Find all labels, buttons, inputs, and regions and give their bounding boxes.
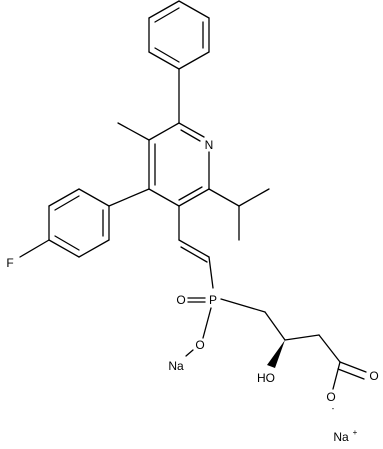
negative-charge-label: - <box>332 404 335 413</box>
carbonyl-oxygen-label: O <box>369 369 378 383</box>
phosphoryl-oxygen-label: O <box>176 293 185 307</box>
bond <box>284 334 320 341</box>
stereo-wedge-bond <box>267 340 285 368</box>
bond <box>148 122 180 141</box>
bond <box>178 239 210 258</box>
sodium-ester-label: Na <box>168 359 184 373</box>
bond <box>220 298 266 313</box>
bond <box>180 246 208 263</box>
ester-oxygen-label: O <box>195 338 204 352</box>
bond <box>78 239 110 258</box>
bond <box>178 188 210 207</box>
bond <box>48 239 80 258</box>
bond <box>337 368 365 380</box>
bond <box>238 188 270 207</box>
bond <box>339 361 367 373</box>
bond <box>54 235 80 251</box>
bond <box>208 256 214 289</box>
bond <box>264 311 286 341</box>
bond <box>178 186 203 201</box>
bond <box>318 334 341 363</box>
bond <box>208 188 240 207</box>
bond <box>48 188 80 207</box>
bond <box>148 0 180 19</box>
bond <box>180 129 201 142</box>
nitrogen-label: N <box>205 138 214 152</box>
bond <box>54 195 80 211</box>
carboxylate-oxygen-label: O <box>326 390 335 404</box>
bond <box>178 0 210 19</box>
bond <box>19 239 50 258</box>
phosphorus-label: P <box>209 293 217 307</box>
bonds <box>19 0 367 390</box>
bond <box>332 361 341 390</box>
positive-charge-label: + <box>353 428 358 437</box>
bond <box>78 188 110 207</box>
bond <box>148 51 180 70</box>
sodium-ion-label: Na <box>333 430 349 444</box>
atom-labels: N F P O O Na HO O O - Na + <box>6 138 378 444</box>
bond <box>185 349 194 357</box>
bond <box>148 188 180 207</box>
bond <box>117 122 150 141</box>
bond <box>202 307 212 339</box>
bond <box>178 122 205 138</box>
bond <box>178 51 210 70</box>
bond <box>154 47 180 63</box>
fluorine-label: F <box>6 256 13 270</box>
bond <box>108 188 150 207</box>
bond <box>154 7 180 23</box>
hydroxyl-label: HO <box>257 371 275 385</box>
